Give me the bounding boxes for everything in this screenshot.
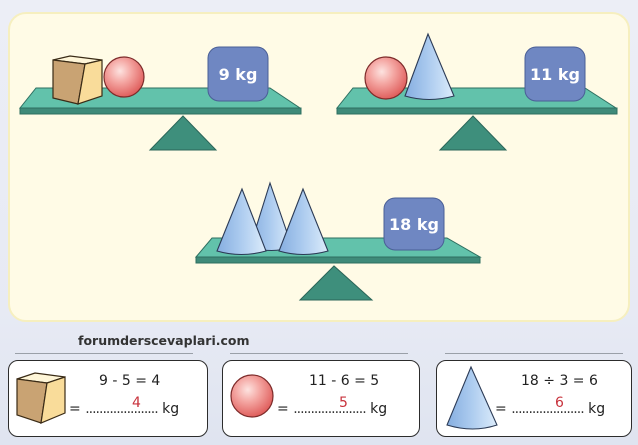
answer-line: = ..................... kg bbox=[277, 401, 387, 417]
divider bbox=[230, 353, 408, 354]
svg-text:9 kg: 9 kg bbox=[219, 65, 258, 84]
fulcrum bbox=[438, 115, 508, 151]
blank-dots: .......... bbox=[293, 401, 329, 417]
blank-dots: .......... bbox=[511, 401, 547, 417]
sphere-icon bbox=[364, 56, 408, 100]
weight-box-9kg: 9 kg bbox=[207, 46, 269, 102]
scale-3: 18 kg bbox=[194, 181, 482, 301]
answer-card-sphere: 11 - 6 = 5 = ..................... kg 5 bbox=[222, 360, 420, 437]
watermark-text: forumderscevaplari.com bbox=[78, 333, 250, 348]
weight-box-11kg: 11 kg bbox=[524, 46, 586, 102]
answer-line: = ..................... kg bbox=[495, 401, 605, 417]
divider bbox=[445, 353, 623, 354]
answer-value: 6 bbox=[555, 395, 564, 411]
blank-dots: .......... bbox=[85, 401, 121, 417]
answer-value: 5 bbox=[339, 395, 348, 411]
sphere-icon bbox=[230, 374, 274, 418]
cone-icon bbox=[404, 32, 455, 101]
sphere-icon bbox=[103, 56, 145, 98]
svg-text:11 kg: 11 kg bbox=[530, 65, 580, 84]
cone-icon bbox=[278, 187, 329, 256]
unit-label: kg bbox=[588, 401, 606, 417]
equals-sign: = bbox=[69, 401, 81, 417]
scale-1: 9 kg bbox=[18, 46, 302, 151]
blank-dots: ........... bbox=[327, 401, 367, 417]
unit-label: kg bbox=[370, 401, 388, 417]
balance-scales-illustration: 9 kg 11 kg 18 kg bbox=[18, 32, 618, 301]
blank-dots: ........... bbox=[119, 401, 159, 417]
fulcrum bbox=[148, 115, 218, 151]
answer-value: 4 bbox=[132, 395, 141, 411]
cone-icon bbox=[446, 365, 498, 430]
equals-sign: = bbox=[277, 401, 289, 417]
fulcrum bbox=[298, 265, 374, 301]
scale-2: 11 kg bbox=[335, 32, 618, 151]
cube-icon bbox=[16, 372, 66, 424]
cube-icon bbox=[52, 55, 103, 105]
cone-icon bbox=[216, 187, 267, 256]
answer-card-cube: 9 - 5 = 4 = ..................... kg 4 bbox=[8, 360, 208, 437]
equation: 11 - 6 = 5 bbox=[309, 373, 380, 389]
answer-line: = ..................... kg bbox=[69, 401, 179, 417]
divider bbox=[15, 353, 193, 354]
equation: 18 ÷ 3 = 6 bbox=[521, 373, 598, 389]
weight-box-18kg: 18 kg bbox=[383, 197, 445, 251]
unit-label: kg bbox=[162, 401, 180, 417]
equals-sign: = bbox=[495, 401, 507, 417]
blank-dots: ........... bbox=[545, 401, 585, 417]
equation: 9 - 5 = 4 bbox=[99, 373, 161, 389]
answer-card-cone: 18 ÷ 3 = 6 = ..................... kg 6 bbox=[436, 360, 632, 437]
svg-text:18 kg: 18 kg bbox=[389, 215, 439, 234]
